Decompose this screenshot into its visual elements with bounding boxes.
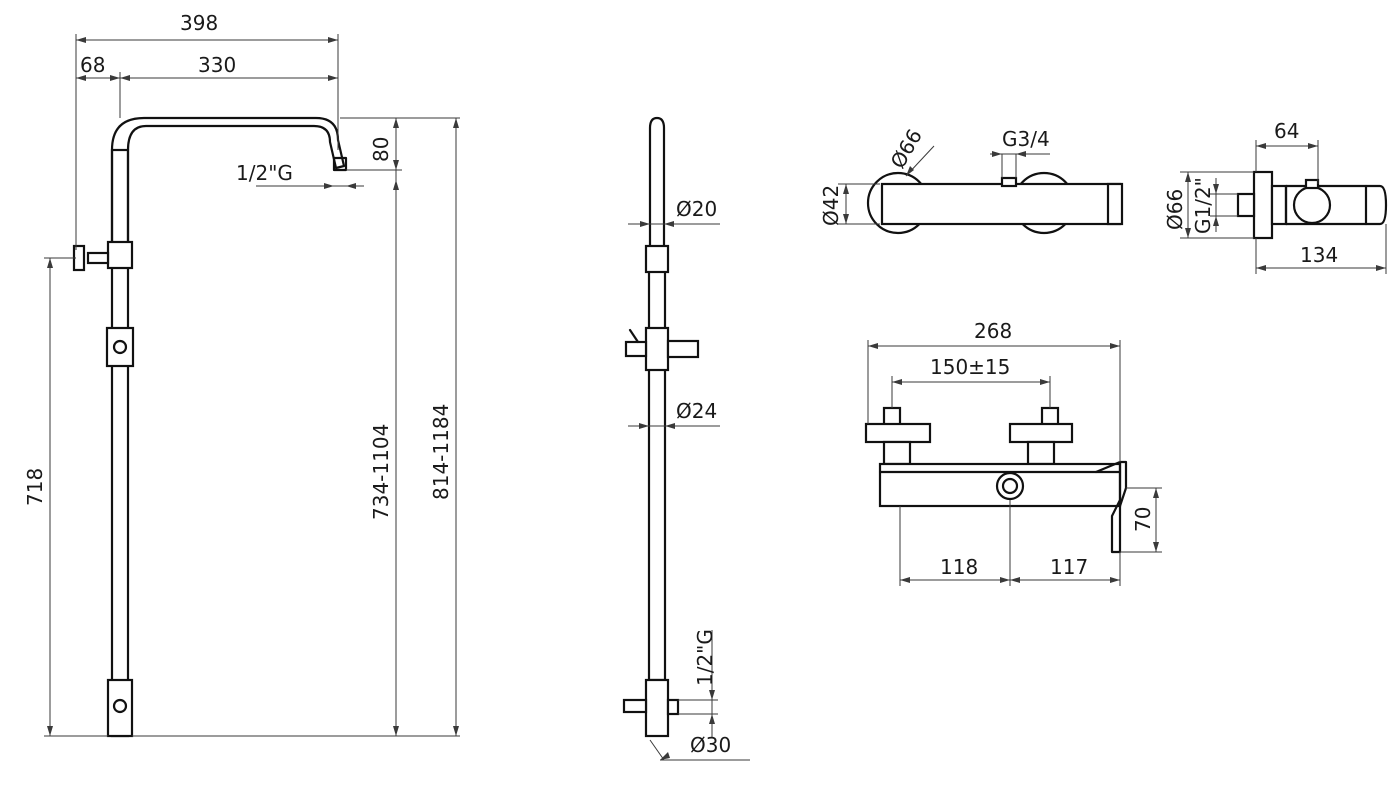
side-view: Ø20 Ø24 1/2"G Ø30 xyxy=(622,116,750,761)
dim-body-diameter: Ø42 xyxy=(819,185,843,226)
label-inlet-thread: 1/2"G xyxy=(693,629,717,686)
dim-width-arm: 330 xyxy=(198,53,236,77)
dim-centre-to-right: 117 xyxy=(1050,555,1088,579)
mixer-top-view: Ø42 Ø66 G3/4 xyxy=(819,125,1124,235)
side-bottom-knob xyxy=(622,698,648,714)
dim-diameter-bottom: Ø30 xyxy=(690,733,731,757)
dim-height-range-1: 734-1104 xyxy=(369,424,393,520)
dim-height-range-2: 814-1184 xyxy=(429,404,453,500)
mixer-outlet-inner xyxy=(1001,477,1019,495)
dim-mixer-width: 268 xyxy=(974,319,1012,343)
end-body xyxy=(1284,184,1388,226)
left-rosette xyxy=(864,422,932,444)
side-slider-arm xyxy=(666,339,700,359)
dim-width-total: 398 xyxy=(180,11,218,35)
dim-arm-drop: 80 xyxy=(369,137,393,162)
dim-rosette-diameter: Ø66 xyxy=(1163,189,1187,230)
end-handle xyxy=(1292,185,1332,225)
end-nut xyxy=(1270,184,1288,226)
wall-bracket xyxy=(86,251,110,265)
upper-connector xyxy=(106,240,134,270)
end-rosette xyxy=(1252,170,1274,240)
dim-depth-total: 134 xyxy=(1300,243,1338,267)
dim-cap-diameter: Ø66 xyxy=(886,125,927,173)
mixer-body-top xyxy=(880,182,1122,226)
dim-diameter-top: Ø20 xyxy=(676,197,717,221)
dim-height-lower: 718 xyxy=(23,468,47,506)
column-pipe xyxy=(110,244,130,738)
side-slider-knob xyxy=(624,340,648,358)
dim-width-offset: 68 xyxy=(80,53,105,77)
dim-left-to-centre: 118 xyxy=(940,555,978,579)
upper-riser xyxy=(110,148,130,252)
mixer-lever xyxy=(1094,460,1128,554)
side-upper-connector xyxy=(644,244,670,274)
side-bottom-inlet xyxy=(666,698,680,716)
label-outlet-thread: 1/2"G xyxy=(236,161,293,185)
dim-depth-short: 64 xyxy=(1274,119,1299,143)
mixer-end-cap xyxy=(1106,182,1124,226)
end-handle-stem xyxy=(1304,178,1320,190)
bottom-knob xyxy=(112,698,128,714)
right-rosette xyxy=(1008,422,1074,444)
slider-knob xyxy=(112,339,128,355)
side-bottom-connector xyxy=(644,678,670,738)
label-outlet-thread-mixer: G3/4 xyxy=(1002,127,1050,151)
mixer-end-view: 64 134 Ø66 G1/2" xyxy=(1163,119,1388,274)
front-view: 398 68 330 80 1/2"G 718 7 xyxy=(23,11,460,738)
shower-arm xyxy=(110,116,346,252)
dim-centres: 150±15 xyxy=(930,355,1010,379)
right-connector xyxy=(1026,440,1056,466)
mixer-front-view: 268 150±15 118 117 70 xyxy=(864,319,1162,586)
left-connector xyxy=(882,440,912,466)
side-slider xyxy=(644,326,670,372)
label-inlet-thread-mixer: G1/2" xyxy=(1191,177,1215,234)
dim-diameter-middle: Ø24 xyxy=(676,399,717,423)
end-inlet xyxy=(1236,192,1256,218)
side-riser-top xyxy=(648,116,666,248)
dim-mixer-height: 70 xyxy=(1131,507,1155,532)
outlet-nozzle xyxy=(1000,176,1018,188)
